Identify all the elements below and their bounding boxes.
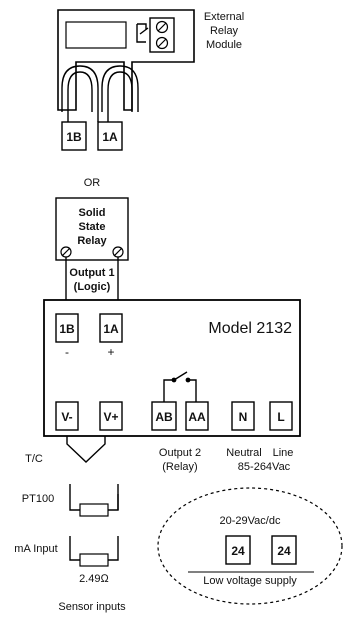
terminal-l — [269, 401, 293, 431]
relay-coil — [65, 21, 127, 49]
terminal-ab — [151, 401, 177, 431]
terminal-v-plus — [99, 401, 123, 431]
controller-body: Model 2132 1B 1A - + V- V+ AB AA N L — [43, 299, 301, 437]
solid-state-relay: Solid State Relay — [55, 197, 129, 261]
low-voltage-ellipse — [157, 487, 343, 605]
terminal-1a — [99, 313, 123, 343]
relay-terminal-1b — [61, 121, 87, 151]
ssr-label-1: Solid — [79, 207, 106, 219]
output2-label-1: Output 2 — [159, 447, 201, 459]
terminal-aa-label: AA — [188, 410, 206, 424]
output2-label-2: (Relay) — [162, 461, 197, 473]
relay-module-label-1: External — [204, 11, 244, 23]
terminal-aa — [185, 401, 209, 431]
pt100-resistor-symbol — [69, 484, 119, 517]
or-text: OR — [84, 177, 101, 189]
low-voltage-range: 20-29Vac/dc — [220, 515, 281, 527]
terminal-ab-label: AB — [155, 410, 173, 424]
relay-switch-arm — [173, 371, 188, 381]
model-label: Model 2132 — [208, 320, 292, 337]
relay-terminal-1a-label: 1A — [102, 130, 118, 144]
terminal-1b — [55, 313, 79, 343]
terminal-n-label: N — [239, 410, 248, 424]
low-voltage-supply: 20-29Vac/dc 24 24 Low voltage supply — [157, 487, 343, 605]
minus-sign: - — [65, 345, 69, 359]
terminal-v-plus-label: V+ — [103, 410, 118, 424]
relay-contact-right — [188, 379, 197, 404]
relay-module-label-2: Relay — [210, 25, 239, 37]
output1-label-2: (Logic) — [74, 281, 111, 293]
resistor-value-label: 2.49Ω — [79, 573, 109, 585]
external-relay-module: External Relay Module — [57, 9, 244, 111]
relay-terminal-1b-label: 1B — [66, 130, 82, 144]
terminal-24-2-label: 24 — [277, 544, 291, 558]
output1-label-1: Output 1 — [69, 267, 114, 279]
relay-contact-left — [163, 379, 174, 404]
relay-cables — [61, 65, 139, 122]
neutral-label: Neutral — [226, 447, 261, 459]
sensor-inputs-label: Sensor inputs — [58, 601, 126, 613]
terminal-1a-label: 1A — [103, 322, 119, 336]
tc-label: T/C — [25, 453, 43, 465]
voltage-label: 85-264Vac — [238, 461, 291, 473]
thermocouple-junction — [66, 436, 106, 463]
terminal-24-2 — [271, 535, 297, 565]
ssr-label-2: State — [79, 221, 106, 233]
relay-module-label-3: Module — [206, 39, 242, 51]
ssr-label-3: Relay — [77, 235, 107, 247]
plus-sign: + — [107, 345, 114, 359]
ma-shunt-resistor-symbol — [69, 536, 119, 567]
low-voltage-caption: Low voltage supply — [203, 575, 297, 587]
line-label: Line — [273, 447, 294, 459]
terminal-n — [231, 401, 255, 431]
relay-terminal-1a — [97, 121, 123, 151]
terminal-24-1-label: 24 — [231, 544, 245, 558]
terminal-v-minus — [55, 401, 79, 431]
terminal-l-label: L — [277, 410, 284, 424]
terminal-1b-label: 1B — [59, 322, 75, 336]
relay-contact-symbol — [136, 23, 149, 43]
terminal-24-1 — [225, 535, 251, 565]
pt100-label: PT100 — [22, 493, 54, 505]
ma-input-label: mA Input — [14, 543, 57, 555]
terminal-v-minus-label: V- — [61, 410, 72, 424]
